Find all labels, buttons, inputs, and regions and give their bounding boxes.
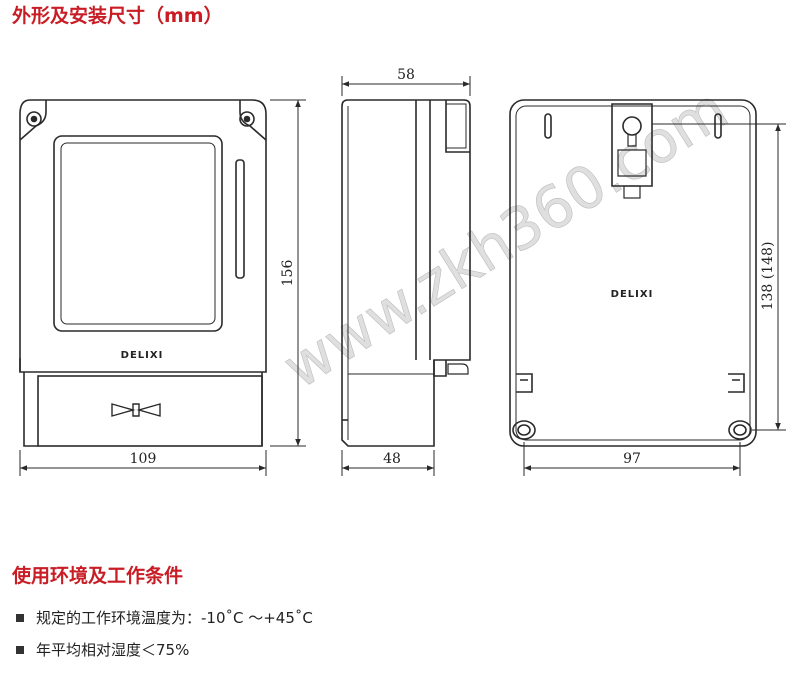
dim-front-height: 156 [280,260,296,287]
front-brand-label: DELIXI [121,350,164,361]
mounting-hole-top-left-icon [26,111,42,127]
back-brand-label: DELIXI [611,289,654,300]
square-bullet-icon [16,646,24,654]
seal-screw-icon [111,403,161,417]
hanging-bracket [611,103,653,187]
dim-back-height: 138 (148) [760,242,776,311]
dimension-drawing: www.zkh360.com DELIXI 156 109 [19,67,786,476]
front-indicator-slot [235,159,245,279]
conditions-section-title: 使用环境及工作条件 [12,565,184,587]
dim-back-hole-spacing: 97 [623,451,641,467]
clip-left-icon [516,373,533,393]
front-display-window [53,135,223,332]
front-view [19,99,267,447]
mounting-hole-bottom-left-icon [512,420,536,440]
clip-right-icon [728,373,745,393]
condition-item-temperature: 规定的工作环境温度为：-10˚C ～+45˚C [14,606,313,638]
back-slot-right [714,113,722,139]
condition-item-humidity: 年平均相对湿度＜75% [14,638,313,670]
mounting-hole-bottom-right-icon [728,420,752,440]
side-view [341,99,471,447]
back-slot-left [544,113,552,139]
terminal-cover [37,375,263,447]
dim-side-depth-bottom: 48 [383,451,401,467]
keyhole-icon [622,116,642,136]
condition-text: 年平均相对湿度＜75% [36,641,190,659]
back-view [509,99,757,447]
mounting-hole-top-right-icon [239,111,255,127]
dim-front-width: 109 [130,451,157,467]
dim-side-depth-top: 58 [397,67,415,83]
dimensions-section-title: 外形及安装尺寸（mm） [12,5,223,27]
square-bullet-icon [16,614,24,622]
condition-text: 规定的工作环境温度为：-10˚C ～+45˚C [36,609,313,627]
conditions-list: 规定的工作环境温度为：-10˚C ～+45˚C 年平均相对湿度＜75% [14,606,313,670]
